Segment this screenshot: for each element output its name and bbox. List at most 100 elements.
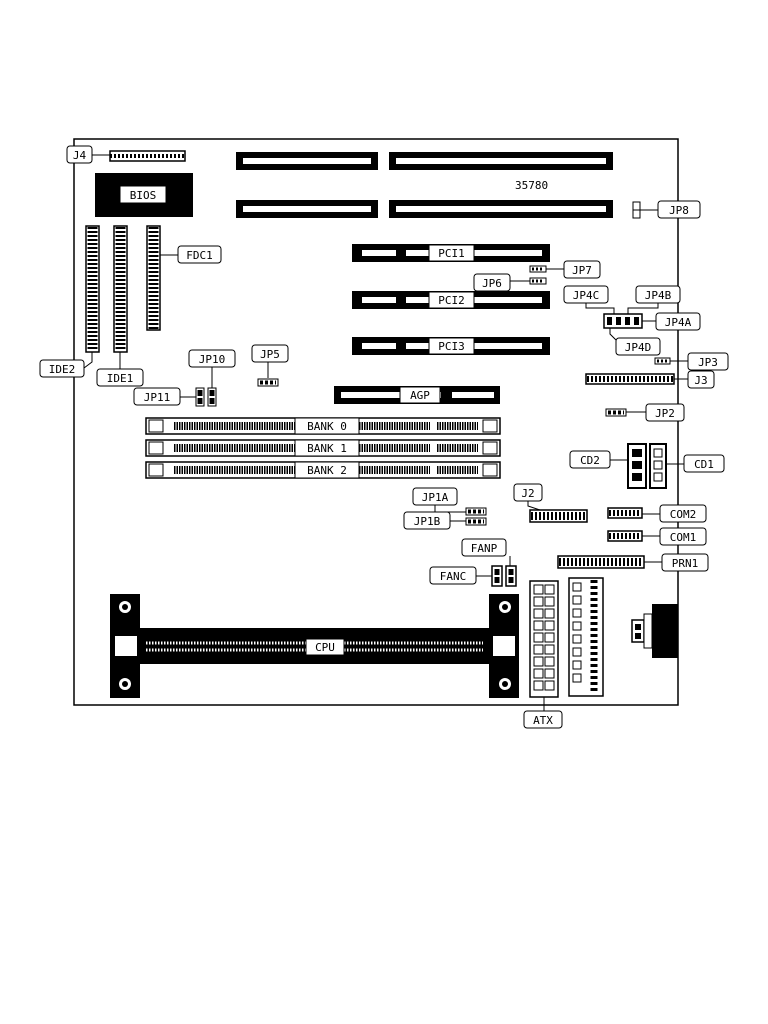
cd1-label: CD1 — [694, 458, 714, 471]
atx-connector — [529, 580, 559, 698]
bank2-slot: BANK 2 — [145, 461, 501, 479]
bank2-label: BANK 2 — [307, 464, 347, 477]
fanp-connector — [505, 565, 517, 587]
j2-label: J2 — [521, 487, 534, 500]
j2-header — [529, 509, 588, 523]
jp4b-label: JP4B — [645, 289, 672, 302]
jp7-jumper — [529, 265, 547, 273]
jp5-label: JP5 — [260, 348, 280, 361]
bios-chip: BIOS — [95, 173, 193, 217]
jp10-callout: JP10 — [188, 349, 236, 388]
prn1-callout: PRN1 — [644, 553, 709, 572]
jp3-label: JP3 — [698, 356, 718, 369]
com2-label: COM2 — [670, 508, 697, 521]
jp2-callout: JP2 — [626, 403, 685, 422]
jp1a-jumper — [465, 507, 487, 516]
jp4d-label: JP4D — [625, 341, 652, 354]
jp3-callout: JP3 — [670, 352, 729, 371]
prn1-header — [557, 555, 645, 569]
jp6-jumper — [529, 277, 547, 285]
ide2-callout: IDE2 — [39, 352, 93, 378]
jp6-callout: JP6 — [473, 273, 530, 292]
j3-callout: J3 — [674, 370, 715, 389]
jp3-jumper — [654, 357, 671, 365]
keyboard-jack — [631, 604, 678, 658]
jp4-jumpers — [603, 313, 643, 329]
prn1-label: PRN1 — [672, 557, 699, 570]
bank0-slot: BANK 0 — [145, 417, 501, 435]
jp11-callout: JP11 — [133, 387, 196, 406]
pci2-slot: PCI2 — [352, 291, 550, 309]
jp4a-label: JP4A — [665, 316, 692, 329]
agp-label: AGP — [410, 389, 430, 402]
jp4b-callout: JP4B — [627, 285, 681, 314]
pci3-slot: PCI3 — [352, 337, 550, 355]
fdc1-header — [146, 225, 161, 331]
jp1b-label: JP1B — [414, 515, 441, 528]
com1-header — [607, 530, 643, 542]
pci3-label: PCI3 — [438, 340, 465, 353]
cpu-slot: CPU — [110, 594, 519, 698]
jp11-jumper — [195, 387, 205, 407]
jp1a-label: JP1A — [422, 491, 449, 504]
jp4c-label: JP4C — [573, 289, 600, 302]
com2-callout: COM2 — [642, 504, 707, 523]
fanc-label: FANC — [440, 570, 467, 583]
cd1-connector — [649, 443, 667, 489]
fdc1-label: FDC1 — [186, 249, 213, 262]
com1-callout: COM1 — [642, 527, 707, 546]
pci1-slot: PCI1 — [352, 244, 550, 262]
agp-slot: AGP — [334, 386, 500, 404]
bank1-label: BANK 1 — [307, 442, 347, 455]
ide1-callout: IDE1 — [96, 352, 144, 387]
fanc-connector — [491, 565, 503, 587]
j4-label: J4 — [73, 149, 87, 162]
jp5-jumper — [257, 378, 279, 387]
jp11-label: JP11 — [144, 391, 171, 404]
cd2-label: CD2 — [580, 454, 600, 467]
atx-label: ATX — [533, 714, 553, 727]
fanp-callout: FANP — [461, 538, 511, 566]
jp6-label: JP6 — [482, 277, 502, 290]
com2-header — [607, 507, 643, 519]
jp2-label: JP2 — [655, 407, 675, 420]
cd2-callout: CD2 — [569, 450, 628, 469]
bios-label: BIOS — [130, 189, 157, 202]
ide2-label: IDE2 — [49, 363, 76, 376]
jp5-callout: JP5 — [251, 344, 289, 378]
bank1-slot: BANK 1 — [145, 439, 501, 457]
jp7-callout: JP7 — [546, 260, 601, 279]
riser-connector — [568, 577, 604, 697]
jp7-label: JP7 — [572, 264, 592, 277]
ide1-header — [113, 225, 128, 353]
jp1b-jumper — [465, 517, 487, 526]
jp4d-callout: JP4D — [609, 328, 661, 356]
j3-label: J3 — [694, 374, 707, 387]
jp10-jumper — [207, 387, 217, 407]
pci1-label: PCI1 — [438, 247, 465, 260]
j3-header — [585, 373, 675, 385]
pci2-label: PCI2 — [438, 294, 465, 307]
jp8-label: JP8 — [669, 204, 689, 217]
fanc-callout: FANC — [429, 566, 492, 585]
cd2-connector — [627, 443, 647, 489]
jp10-label: JP10 — [199, 353, 226, 366]
jp1a-callout: JP1A — [412, 487, 466, 513]
isa-slots — [236, 152, 613, 218]
board-outline — [73, 138, 679, 706]
j4-header — [109, 150, 186, 162]
j2-callout: J2 — [513, 483, 543, 511]
jp4a-callout: JP4A — [642, 312, 701, 331]
jp4c-callout: JP4C — [563, 285, 615, 314]
fdc1-callout: FDC1 — [160, 245, 222, 264]
atx-callout: ATX — [523, 697, 563, 729]
board-number: 35780 — [515, 179, 548, 192]
ide2-header — [85, 225, 100, 353]
bank0-label: BANK 0 — [307, 420, 347, 433]
jp8-jumper — [632, 201, 641, 219]
fanp-label: FANP — [471, 542, 498, 555]
j4-callout: J4 — [66, 145, 110, 164]
jp8-callout: JP8 — [640, 200, 701, 219]
jp2-jumper — [605, 408, 627, 417]
